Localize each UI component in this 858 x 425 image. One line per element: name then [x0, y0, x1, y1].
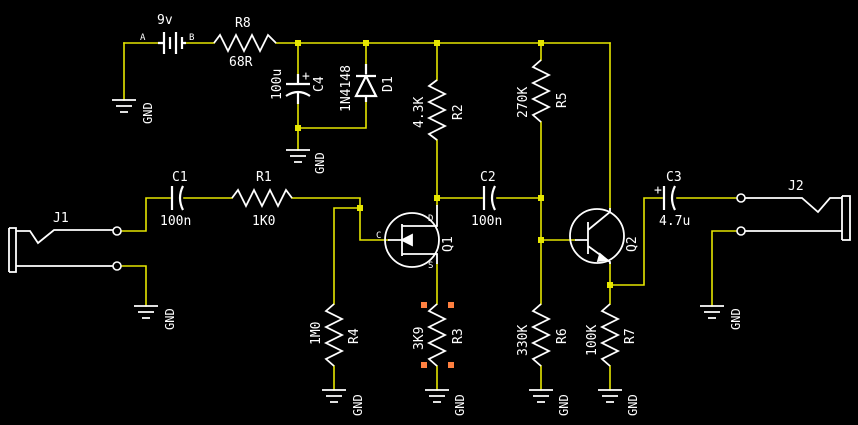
junction-dot [538, 40, 544, 46]
c2-value: 100n [471, 214, 502, 229]
r2-value: 4.3K [412, 97, 427, 128]
resistor-r3[interactable]: 3K9 R3 [412, 302, 466, 368]
jack-j2[interactable]: J2 [736, 179, 851, 241]
selection-handle[interactable] [421, 362, 427, 368]
ground-icon: GND [286, 149, 327, 174]
junction-dot [538, 237, 544, 243]
r6-ref: R6 [555, 328, 570, 344]
capacitor-c2[interactable]: C2 100n [471, 170, 502, 229]
r8-ref: R8 [235, 16, 251, 31]
c2-ref: C2 [480, 170, 496, 185]
junction-dot [434, 40, 440, 46]
c3-ref: C3 [666, 170, 682, 185]
d1-ref: D1 [381, 76, 396, 92]
wires [121, 42, 741, 391]
transistor-q2[interactable]: Q2 [569, 208, 640, 264]
diode-d1[interactable]: 1N4148 D1 [339, 64, 396, 112]
c4-ref: C4 [312, 76, 327, 92]
r2-ref: R2 [451, 104, 466, 120]
r8-value: 68R [229, 55, 253, 70]
ground-icon: GND [700, 305, 743, 330]
r6-value: 330K [516, 325, 531, 356]
gnd-label: GND [313, 152, 327, 174]
j2-ref: J2 [788, 179, 804, 194]
c3-value: 4.7u [659, 214, 690, 229]
junction-dot [363, 40, 369, 46]
battery[interactable]: 9v A B [140, 13, 194, 54]
c4-polarity: + [302, 69, 310, 84]
battery-pin-a: A [140, 33, 146, 43]
r7-ref: R7 [623, 328, 638, 344]
c3-polarity: + [654, 183, 662, 198]
r5-ref: R5 [555, 92, 570, 108]
ground-icon: GND [112, 99, 155, 124]
gnd-label: GND [141, 102, 155, 124]
resistor-r8[interactable]: R8 68R [213, 16, 277, 70]
junction-dot [295, 125, 301, 131]
ground-icon: GND [529, 389, 571, 416]
c4-value: 100u [270, 69, 285, 100]
r5-value: 270K [516, 87, 531, 118]
transistor-q1[interactable]: C D S Q1 [376, 205, 456, 271]
ground-symbols: GND GND GND GND GND GND GND GND [112, 99, 743, 416]
selection-handle[interactable] [421, 302, 427, 308]
junction-dot [434, 195, 440, 201]
ground-icon: GND [134, 305, 177, 330]
r3-value: 3K9 [412, 327, 427, 350]
r1-value: 1K0 [252, 214, 275, 229]
capacitor-c1[interactable]: C1 100n [160, 170, 191, 229]
resistor-r4[interactable]: 1M0 R4 [309, 303, 362, 367]
battery-value: 9v [157, 13, 173, 28]
q1-ref: Q1 [441, 236, 456, 252]
junction-dot [295, 40, 301, 46]
gnd-label: GND [729, 308, 743, 330]
resistor-r2[interactable]: 4.3K R2 [412, 79, 466, 141]
r7-value: 100K [585, 325, 600, 356]
selection-handle[interactable] [448, 362, 454, 368]
j2-tip-pin[interactable] [736, 193, 746, 203]
gnd-label: GND [163, 308, 177, 330]
c1-value: 100n [160, 214, 191, 229]
resistor-r1[interactable]: R1 1K0 [231, 170, 293, 229]
junction-dot [538, 195, 544, 201]
resistor-r5[interactable]: 270K R5 [516, 59, 570, 123]
q2-ref: Q2 [625, 236, 640, 252]
j1-tip-pin[interactable] [112, 226, 122, 236]
r4-ref: R4 [347, 328, 362, 344]
c1-ref: C1 [172, 170, 188, 185]
gnd-label: GND [557, 394, 571, 416]
d1-part: 1N4148 [339, 65, 354, 112]
resistor-r6[interactable]: 330K R6 [516, 303, 570, 367]
capacitor-c4[interactable]: + 100u C4 [270, 69, 327, 104]
capacitor-c3[interactable]: C3 + 4.7u [654, 170, 690, 229]
jack-j1[interactable]: J1 [8, 211, 122, 273]
junction-dot [357, 205, 363, 211]
j1-ref: J1 [53, 211, 69, 226]
r3-ref: R3 [451, 328, 466, 344]
ground-icon: GND [425, 389, 467, 416]
j2-sleeve-pin[interactable] [736, 226, 746, 236]
q1-pin-s: S [428, 261, 433, 271]
gnd-label: GND [351, 394, 365, 416]
resistor-r7[interactable]: 100K R7 [585, 303, 638, 367]
q1-pin-d: D [428, 214, 433, 224]
junction-dots [295, 40, 613, 288]
r1-ref: R1 [256, 170, 272, 185]
gnd-label: GND [626, 394, 640, 416]
j1-sleeve-pin[interactable] [112, 261, 122, 271]
junction-dot [607, 282, 613, 288]
r4-value: 1M0 [309, 322, 324, 345]
gnd-label: GND [453, 394, 467, 416]
battery-pin-b: B [189, 33, 194, 43]
selection-handle[interactable] [448, 302, 454, 308]
q1-pin-c: C [376, 231, 381, 241]
ground-icon: GND [598, 389, 640, 416]
ground-icon: GND [322, 389, 365, 416]
